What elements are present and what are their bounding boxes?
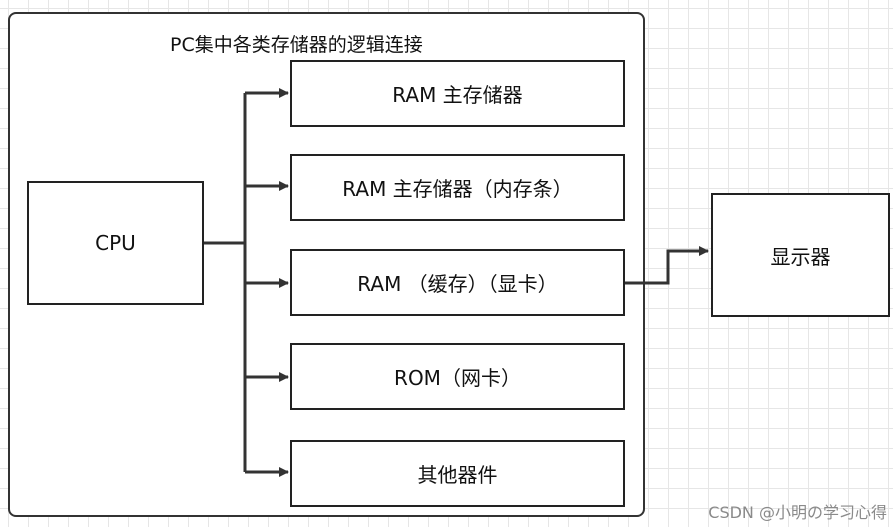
diagram-title: PC集中各类存储器的逻辑连接 xyxy=(170,34,423,56)
memory-box-label: 其他器件 xyxy=(417,463,498,487)
cpu-label: CPU xyxy=(95,231,136,255)
watermark-text: CSDN @小明の学习心得 xyxy=(708,503,887,522)
memory-box-label: ROM（网卡） xyxy=(394,366,521,390)
memory-box-ram-vram: RAM （缓存）（显卡） xyxy=(290,249,625,316)
display-label: 显示器 xyxy=(770,244,831,269)
memory-box-rom: ROM（网卡） xyxy=(290,343,625,410)
memory-box-ram-dimm: RAM 主存储器（内存条） xyxy=(290,154,625,221)
memory-box-ram-main: RAM 主存储器 xyxy=(290,60,625,127)
memory-box-label: RAM （缓存）（显卡） xyxy=(357,272,558,296)
memory-box-label: RAM 主存储器 xyxy=(392,83,523,107)
display-box: 显示器 xyxy=(711,193,890,317)
memory-box-other: 其他器件 xyxy=(290,440,625,507)
memory-box-label: RAM 主存储器（内存条） xyxy=(342,177,573,201)
cpu-box: CPU xyxy=(27,181,204,305)
